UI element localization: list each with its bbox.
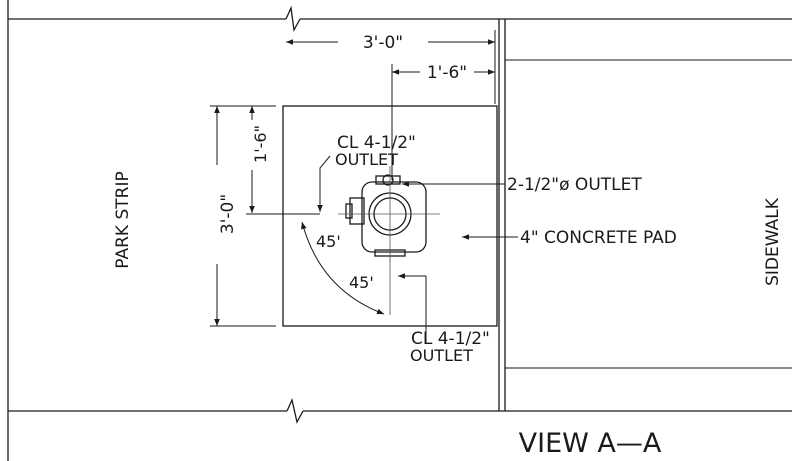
angle-lower: 45' — [349, 273, 374, 292]
park-strip-label: PARK STRIP — [113, 171, 133, 268]
dim-top-overall: 3'-0" — [363, 33, 403, 53]
callout-cl-bottom-line2: OUTLET — [410, 346, 473, 365]
callout-cl-bottom-line1: CL 4-1/2" — [411, 329, 490, 349]
callout-cl-top-line1: CL 4-1/2" — [337, 133, 416, 153]
dim-left-offset: 1'-6" — [251, 125, 270, 163]
dim-left-overall: 3'-0" — [218, 194, 238, 234]
top-dimensions — [286, 30, 496, 180]
callout-outlet-side: 2-1/2"ø OUTLET — [507, 175, 642, 195]
angle-upper: 45' — [316, 232, 341, 251]
sidewalk-label: SIDEWALK — [763, 197, 783, 286]
cl-bottom-leader — [398, 273, 427, 344]
concrete-pad — [282, 105, 498, 327]
callout-pad: 4" CONCRETE PAD — [520, 228, 677, 248]
view-title: VIEW A—A — [519, 428, 662, 459]
fire-hydrant-icon — [338, 166, 440, 262]
dim-top-offset: 1'-6" — [427, 63, 467, 83]
cl-top-leader — [317, 155, 331, 212]
left-dimensions — [210, 105, 320, 327]
angle-arc — [301, 221, 391, 315]
sidewalk-edges — [498, 19, 792, 411]
callout-cl-top-line2: OUTLET — [335, 150, 398, 169]
frame — [7, 0, 792, 461]
